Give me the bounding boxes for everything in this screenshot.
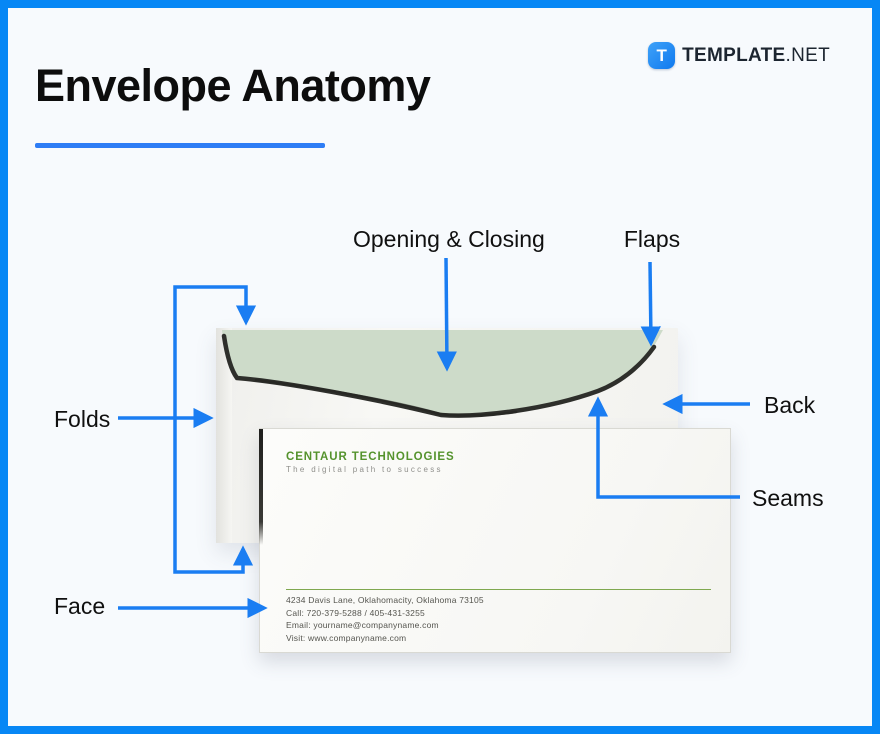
- envelope-front: CENTAUR TECHNOLOGIES The digital path to…: [259, 428, 731, 653]
- brand-logo: T TEMPLATE.NET: [648, 42, 830, 69]
- company-name: CENTAUR TECHNOLOGIES: [286, 451, 455, 463]
- title-underline: [35, 143, 325, 148]
- label-seams: Seams: [752, 485, 824, 511]
- page-title: Envelope Anatomy: [35, 60, 431, 111]
- template-t-icon: T: [648, 42, 676, 69]
- email-line: Email: yourname@companyname.com: [286, 620, 439, 630]
- address-block: 4234 Davis Lane, Oklahomacity, Oklahoma …: [286, 594, 484, 644]
- company-tagline: The digital path to success: [286, 465, 443, 474]
- label-opening-closing: Opening & Closing: [353, 226, 545, 252]
- phone-line: Call: 720-379-5288 / 405-431-3255: [286, 607, 425, 618]
- brand-name-bold: TEMPLATE: [682, 44, 786, 66]
- label-face: Face: [54, 593, 106, 619]
- envelope-front-edge-shadow: [259, 429, 263, 545]
- label-flaps: Flaps: [623, 226, 681, 252]
- address-divider: [286, 589, 711, 590]
- brand-name-suffix: .NET: [785, 44, 830, 66]
- brand-name: TEMPLATE.NET: [682, 45, 830, 67]
- label-back: Back: [764, 392, 816, 418]
- website-line: Visit: www.companyname.com: [286, 632, 407, 643]
- address-line: 4234 Davis Lane, Oklahomacity, Oklahoma …: [286, 595, 484, 605]
- label-folds: Folds: [54, 406, 111, 432]
